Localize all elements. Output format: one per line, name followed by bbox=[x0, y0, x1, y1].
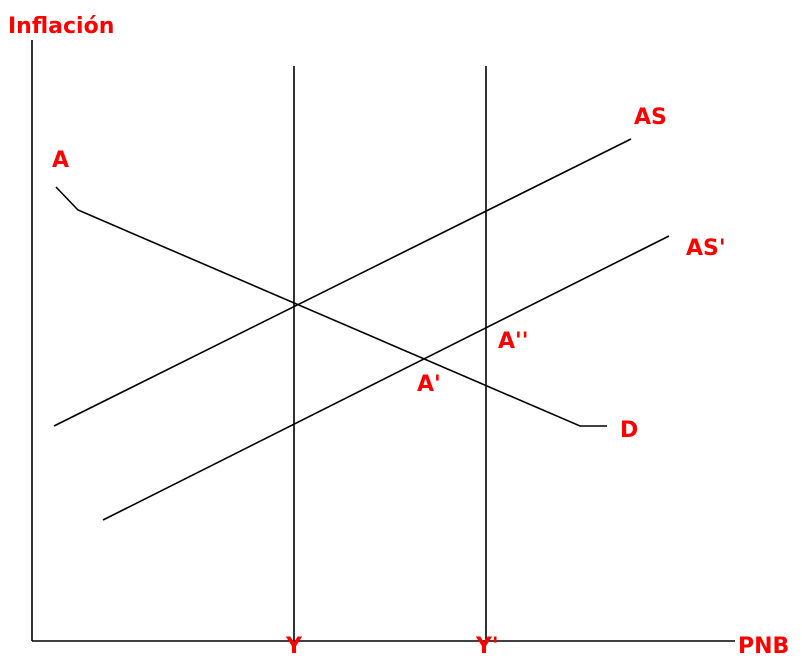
x-tick-y-prime: Y' bbox=[476, 634, 499, 659]
label-a: A bbox=[52, 148, 70, 173]
label-as-prime: AS' bbox=[686, 236, 726, 261]
as-prime-curve bbox=[102, 235, 670, 521]
ad-curve bbox=[55, 186, 607, 427]
label-as: AS bbox=[634, 105, 667, 130]
x-axis-label: PNB bbox=[738, 634, 790, 659]
label-d: D bbox=[620, 418, 639, 443]
label-a-prime: A' bbox=[417, 372, 441, 397]
label-a-double-prime: A'' bbox=[498, 329, 529, 354]
y-axis-label: Inflación bbox=[8, 14, 115, 39]
as-curve bbox=[53, 138, 632, 427]
x-tick-y: Y bbox=[286, 634, 302, 659]
